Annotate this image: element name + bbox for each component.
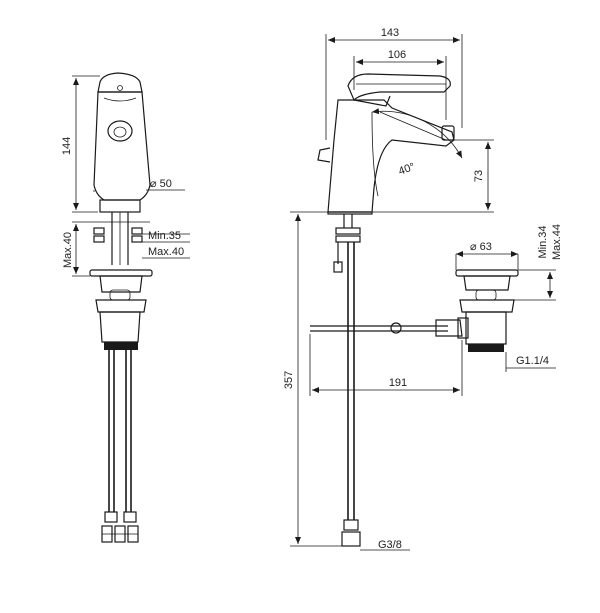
total-height-label: 357 [283, 371, 295, 389]
popup-rod [310, 319, 463, 337]
fixing-nuts-front [93, 212, 150, 265]
flexible-hoses-front [101, 350, 139, 543]
faucet-body-side [317, 99, 455, 213]
spout-height-label: 73 [473, 170, 485, 182]
side-view: 40° [283, 27, 563, 551]
lever-side [347, 73, 451, 107]
waste-thread-label: G1.1/4 [516, 355, 549, 367]
spout-width-label: 106 [388, 49, 406, 61]
waste-max-label: Max.44 [551, 224, 563, 260]
waste-detail [455, 269, 519, 352]
waste-front [89, 269, 153, 350]
waste-diameter-label: ⌀ 63 [470, 241, 492, 253]
front-height-label: 144 [61, 137, 73, 155]
rod-length-label: 191 [389, 377, 407, 389]
front-max-label: Max.40 [148, 246, 184, 258]
side-dimensions: 143 106 73 357 191 G3/8 [283, 27, 563, 551]
faucet-body-front [93, 72, 151, 213]
front-diameter-label: ⌀ 50 [150, 178, 172, 190]
overall-width-label: 143 [381, 27, 399, 39]
front-max-left-label: Max.40 [62, 232, 74, 268]
angle-arc: 40° [371, 108, 463, 178]
waste-min-label: Min.34 [537, 225, 549, 258]
side-fixings [327, 211, 373, 547]
hose-thread-label: G3/8 [378, 539, 402, 551]
front-min-label: Min.35 [148, 230, 181, 242]
front-view: 144 ⌀ 50 Max.40 Min.35 Max.40 [61, 72, 190, 543]
front-dimensions: 144 ⌀ 50 Max.40 Min.35 Max.40 [61, 75, 190, 277]
angle-label: 40° [397, 161, 417, 178]
